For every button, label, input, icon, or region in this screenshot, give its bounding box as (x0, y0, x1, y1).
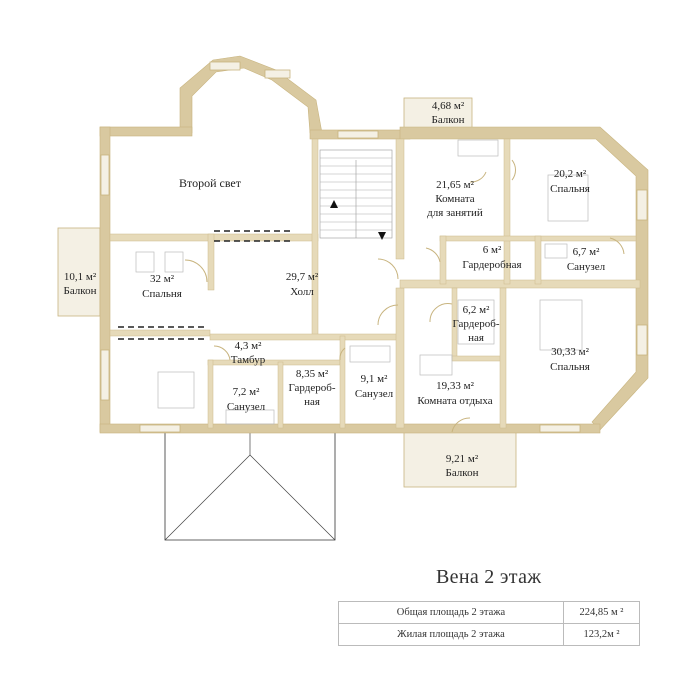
room-name2-garderob-2: ная (468, 332, 484, 344)
summary-label: Общая площадь 2 этажа (338, 601, 564, 624)
room-area-garderob-2: 6,2 м² (463, 304, 490, 316)
area-summary-table: Общая площадь 2 этажа 224,85 м ² Жилая п… (338, 601, 640, 646)
roof (164, 431, 336, 541)
room-area-spalnya-se: 30,33 м² (551, 346, 589, 358)
room-name-spalnya-w: Спальня (142, 288, 182, 300)
room-name-garderob-1: Гардеробная (462, 259, 521, 271)
summary-label: Жилая площадь 2 этажа (338, 623, 564, 646)
room-name-balkon-left: Балкон (64, 285, 97, 297)
balcony-top (403, 97, 473, 129)
room-name-spalnya-ne: Спальня (550, 183, 590, 195)
room-name-tambur: Тамбур (231, 354, 266, 366)
table-row: Жилая площадь 2 этажа 123,2м ² (338, 623, 640, 646)
page-title: Вена 2 этаж (436, 566, 542, 588)
room-name-balkon-top: Балкон (432, 114, 465, 126)
room-area-sanuzel-mid: 9,1 м² (361, 373, 388, 385)
room-area-balkon-bottom: 9,21 м² (446, 453, 479, 465)
room-area-garderob-3: 8,35 м² (296, 368, 329, 380)
dashed-openings (118, 230, 290, 340)
room-area-tambur: 4,3 м² (235, 340, 262, 352)
room-area-balkon-top: 4,68 м² (432, 100, 465, 112)
room-area-sanuzel-ne: 6,7 м² (573, 246, 600, 258)
room-name-balkon-bottom: Балкон (446, 467, 479, 479)
room-area-sanuzel-sw: 7,2 м² (233, 386, 260, 398)
stairs (319, 149, 393, 240)
room-name-spalnya-se: Спальня (550, 361, 590, 373)
room-name-garderob-3: Гардероб- (288, 382, 335, 394)
room-area-holl: 29,7 м² (286, 271, 319, 283)
room-area-spalnya-w: 32 м² (150, 273, 175, 285)
room-area-balkon-left: 10,1 м² (64, 271, 97, 283)
balcony-left (57, 227, 101, 317)
summary-value: 123,2м ² (563, 623, 640, 646)
room-name-holl: Холл (290, 286, 314, 298)
room-name-garderob-2: Гардероб- (452, 318, 499, 330)
furniture (135, 139, 589, 425)
room-name-sanuzel-ne: Санузел (567, 261, 606, 273)
room-name2-komnata-zanyatiy: для занятий (427, 207, 483, 219)
windows (100, 61, 648, 433)
room-area-garderob-1: 6 м² (483, 244, 502, 256)
doors (184, 159, 625, 433)
room-name-komnata-zanyatiy: Комната (435, 193, 474, 205)
room-name-vtoroy-svet: Второй свет (179, 176, 242, 190)
room-name-sanuzel-sw: Санузел (227, 401, 266, 413)
room-area-spalnya-ne: 20,2 м² (554, 168, 587, 180)
room-name-komnata-otdyha: Комната отдыха (417, 395, 492, 407)
room-area-komnata-otdyha: 19,33 м² (436, 380, 474, 392)
summary-value: 224,85 м ² (563, 601, 640, 624)
room-name-sanuzel-mid: Санузел (355, 388, 394, 400)
table-row: Общая площадь 2 этажа 224,85 м ² (338, 601, 640, 624)
room-name2-garderob-3: ная (304, 396, 320, 408)
inner-walls (109, 138, 641, 429)
room-area-komnata-zanyatiy: 21,65 м² (436, 179, 474, 191)
room-labels: Второй свет 4,68 м² Балкон 21,65 м² Комн… (64, 100, 606, 479)
balcony-bottom (403, 431, 517, 488)
